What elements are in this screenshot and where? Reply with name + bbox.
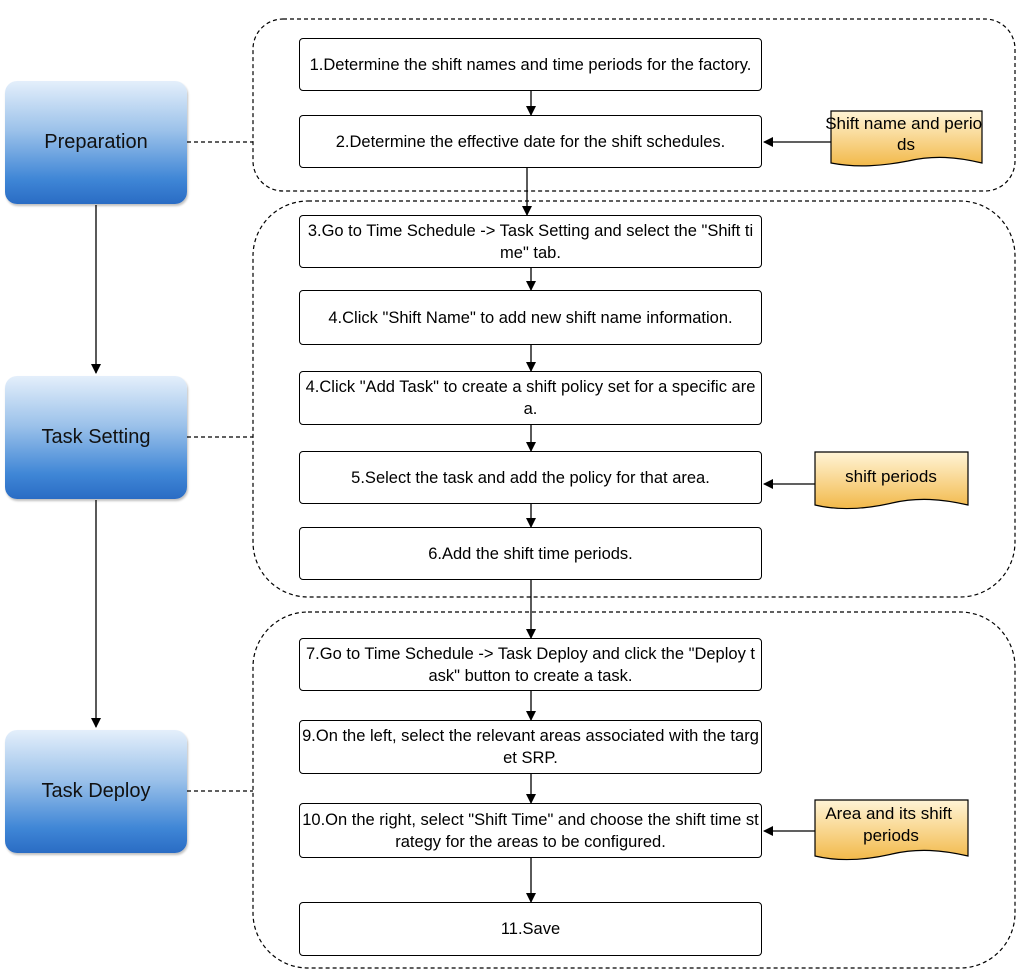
step-11-box: 11.Save <box>299 902 762 956</box>
document-label-1: Shift name and perio ds <box>825 114 987 154</box>
phase-label: Task Deploy <box>41 780 151 802</box>
step-2-box: 2.Determine the effective date for the s… <box>299 115 762 168</box>
step-4b-box: 4.Click "Add Task" to create a shift pol… <box>299 371 762 425</box>
document-label-2: shift periods <box>845 467 937 486</box>
step-text: 1.Determine the shift names and time per… <box>309 55 752 74</box>
step-10-box: 10.On the right, select "Shift Time" and… <box>299 803 762 858</box>
step-text: 4.Click "Add Task" to create a shift pol… <box>305 378 756 418</box>
step-3-box: 3.Go to Time Schedule -> Task Setting an… <box>299 215 762 268</box>
step-5-box: 5.Select the task and add the policy for… <box>299 451 762 504</box>
phase-preparation: Preparation <box>5 81 187 204</box>
step-text: 5.Select the task and add the policy for… <box>351 468 710 487</box>
step-9-box: 9.On the left, select the relevant areas… <box>299 720 762 774</box>
document-shape-3 <box>814 799 969 861</box>
phase-task-deploy: Task Deploy <box>5 730 187 853</box>
step-text: 7.Go to Time Schedule -> Task Deploy and… <box>306 644 755 685</box>
step-text: 2.Determine the effective date for the s… <box>335 132 726 151</box>
step-1-box: 1.Determine the shift names and time per… <box>299 38 762 91</box>
step-text: 3.Go to Time Schedule -> Task Setting an… <box>307 221 754 262</box>
step-4a-box: 4.Click "Shift Name" to add new shift na… <box>299 290 762 345</box>
phase-label: Task Setting <box>41 426 151 448</box>
document-shape-2 <box>814 451 969 510</box>
step-text: 11.Save <box>500 920 561 938</box>
phase-task-setting: Task Setting <box>5 376 187 499</box>
group-task-setting <box>252 200 1016 598</box>
group-preparation <box>252 18 1016 192</box>
step-text: 4.Click "Shift Name" to add new shift na… <box>328 308 733 327</box>
step-7-box: 7.Go to Time Schedule -> Task Deploy and… <box>299 638 762 691</box>
group-task-deploy <box>252 611 1016 969</box>
document-label-3: Area and its shift periods <box>825 804 956 845</box>
step-text: 6.Add the shift time periods. <box>428 544 633 563</box>
step-6-box: 6.Add the shift time periods. <box>299 527 762 580</box>
step-text: 9.On the left, select the relevant areas… <box>302 727 759 767</box>
phase-label: Preparation <box>44 131 148 153</box>
step-text: 10.On the right, select "Shift Time" and… <box>302 810 759 851</box>
document-shape-1 <box>830 110 983 167</box>
